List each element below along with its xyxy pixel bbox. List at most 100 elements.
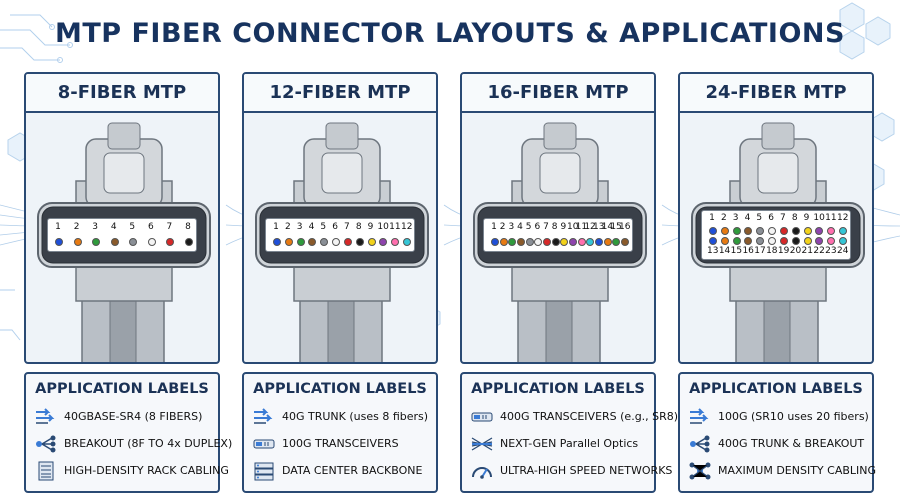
connector-title: 24-FIBER MTP	[680, 74, 872, 113]
fiber-number: 16	[619, 222, 631, 232]
fiber-number: 15	[730, 246, 743, 256]
fiber-number: 2	[720, 213, 727, 223]
fiber-color-dot	[803, 227, 812, 235]
fiber-number: 2	[499, 222, 506, 232]
fiber-color-dot	[379, 238, 388, 246]
fiber-color-dot	[803, 237, 812, 245]
application-item: 40GBASE-SR4 (8 FIBERS)	[34, 407, 218, 427]
fiber-number: 23	[825, 246, 837, 256]
fiber-color-dot	[720, 227, 729, 235]
fiber-number: 3	[92, 222, 98, 232]
application-item: HIGH-DENSITY RACK CABLING	[34, 461, 229, 481]
fiber-color-dot	[779, 227, 788, 235]
fiber-number: 10	[813, 213, 825, 223]
fiber-number: 8	[791, 213, 798, 223]
fiber-number: 5	[320, 222, 327, 232]
fiber-color-dot	[185, 238, 193, 246]
fiber-number: 15	[610, 222, 622, 232]
fiber-number: 7	[543, 222, 549, 232]
fiber-color-dot	[709, 227, 717, 235]
application-item-label: 100G TRANSCEIVERS	[282, 437, 399, 450]
fiber-number: 8	[551, 222, 558, 232]
fiber-number: 3	[296, 222, 303, 232]
fiber-color-dot	[166, 238, 175, 246]
fiber-color-dot	[612, 238, 621, 246]
fiber-color-dot	[827, 237, 836, 245]
transceiver-icon	[470, 407, 494, 427]
fiber-color-dot	[517, 238, 525, 246]
fiber-color-dot	[308, 238, 317, 246]
connector-title: 8-FIBER MTP	[26, 74, 218, 113]
fiber-color-dot	[73, 238, 82, 246]
application-item: ULTRA-HIGH SPEED NETWORKS	[470, 461, 672, 481]
connector-title: 12-FIBER MTP	[244, 74, 436, 113]
application-labels-heading: APPLICATION LABELS	[253, 381, 427, 397]
fiber-color-dot	[732, 227, 741, 235]
fiber-color-dot	[355, 238, 364, 246]
application-item: 400G TRUNK & BREAKOUT	[688, 434, 872, 454]
fiber-color-dot	[367, 238, 376, 246]
application-item: 40G TRUNK (uses 8 fibers)	[252, 407, 436, 427]
application-item-label: 400G TRANSCEIVERS (e.g., SR8)	[500, 410, 679, 423]
fiber-number: 22	[813, 246, 825, 256]
fiber-color-dot	[595, 238, 603, 246]
fiber-number: 3	[732, 213, 739, 223]
fiber-number: 8	[355, 222, 362, 232]
fiber-number: 9	[560, 222, 567, 232]
fiber-number: 16	[742, 246, 754, 256]
fiber-color-dot	[756, 237, 765, 245]
application-item-label: DATA CENTER BACKBONE	[282, 464, 423, 477]
fiber-number: 19	[777, 246, 790, 256]
connector-title: 16-FIBER MTP	[462, 74, 654, 113]
parallel-optics-icon	[470, 434, 494, 454]
arrows-icon	[34, 407, 58, 427]
fiber-number: 6	[534, 222, 541, 232]
application-item-label: 400G TRUNK & BREAKOUT	[718, 437, 865, 450]
fiber-color-dot	[839, 237, 847, 245]
application-item: MAXIMUM DENSITY CABLING	[688, 461, 876, 481]
fiber-number: 13	[707, 246, 719, 256]
arrows-icon	[252, 407, 276, 427]
fiber-color-dot	[791, 227, 800, 235]
application-item-label: MAXIMUM DENSITY CABLING	[718, 464, 877, 477]
fiber-number: 9	[367, 222, 374, 232]
fiber-color-dot	[534, 238, 543, 246]
fiber-color-dot	[551, 238, 560, 246]
fiber-color-dot	[815, 227, 824, 235]
fiber-color-dot	[839, 227, 847, 235]
application-item: 400G TRANSCEIVERS (e.g., SR8)	[470, 407, 678, 427]
application-item-label: 40G TRUNK (uses 8 fibers)	[282, 410, 429, 423]
fiber-number: 7	[344, 222, 350, 232]
fiber-color-dot	[621, 238, 629, 246]
fiber-number: 12	[401, 222, 413, 232]
fiber-number: 6	[332, 222, 338, 232]
fiber-number: 14	[718, 246, 731, 256]
fiber-color-dot	[720, 237, 729, 245]
fiber-number: 4	[110, 222, 117, 232]
fiber-number: 14	[601, 222, 614, 232]
fiber-number: 5	[525, 222, 532, 232]
fiber-color-dot	[525, 238, 534, 246]
fiber-color-dot	[791, 237, 800, 245]
fiber-color-dot	[55, 238, 63, 246]
fiber-color-dot	[603, 238, 612, 246]
application-labels-heading: APPLICATION LABELS	[35, 381, 209, 397]
fiber-color-dot	[284, 238, 293, 246]
fiber-number: 21	[801, 246, 813, 256]
fiber-number: 11	[389, 222, 401, 232]
fiber-number: 1	[273, 222, 279, 232]
fiber-number: 1	[55, 222, 61, 232]
fiber-color-dot	[332, 238, 341, 246]
fiber-color-dot	[147, 238, 156, 246]
fiber-color-dot	[391, 238, 400, 246]
fiber-number: 3	[508, 222, 515, 232]
fiber-color-dot	[577, 238, 586, 246]
application-labels-heading: APPLICATION LABELS	[689, 381, 863, 397]
fiber-number: 17	[754, 246, 766, 256]
